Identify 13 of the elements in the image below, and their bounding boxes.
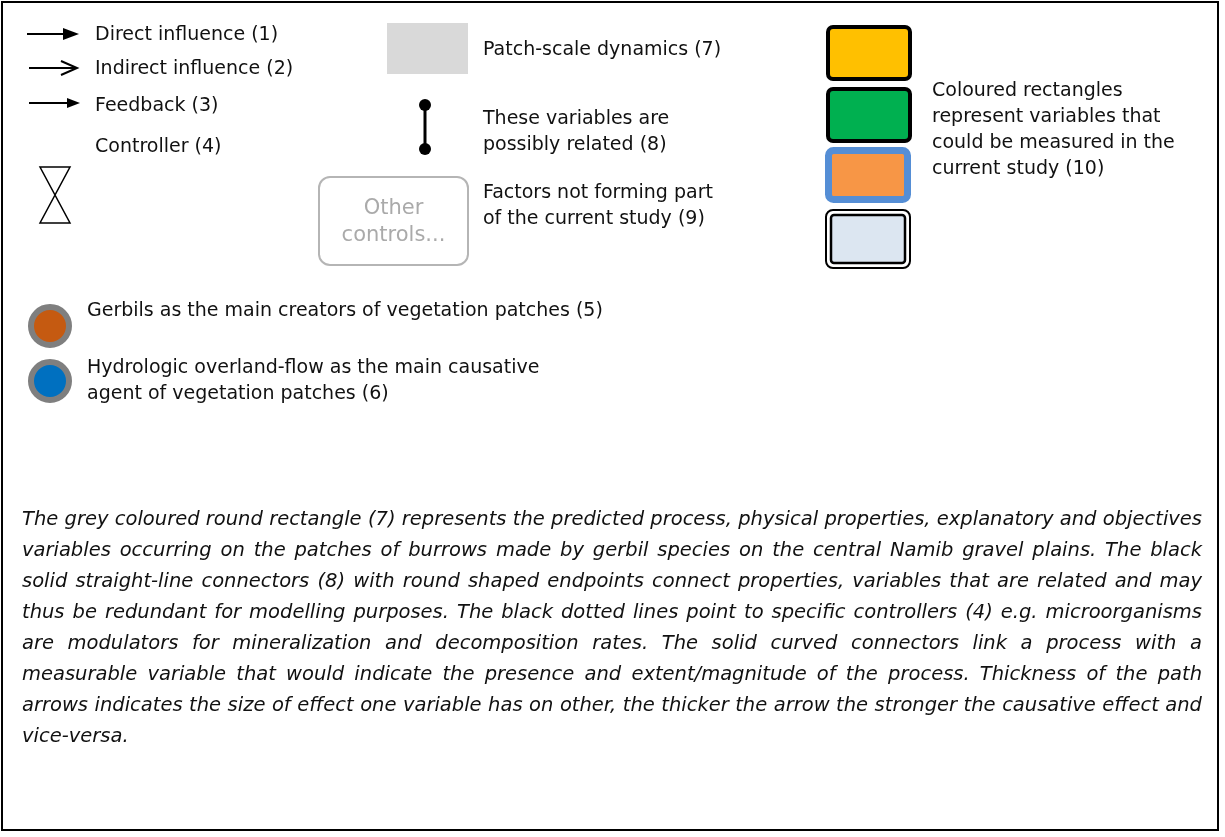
- box-label: Other controls...: [340, 194, 447, 248]
- legend-text: Factors not forming part of the current study (9): [483, 179, 714, 230]
- legend-text: These variables are possibly related (8): [483, 105, 671, 156]
- rounded-box: [318, 176, 469, 266]
- legend-text: Gerbils as the main creators of vegetation patches (5): [87, 297, 604, 322]
- legend-text: Coloured rectangles represent variables that could be measured in the current study (10): [932, 77, 1176, 180]
- caption-paragraph: The grey coloured round rectangle (7) represents the predicted process, physical properties, explanatory and objectives variables occurring on the patches of burrows made by gerbil species on the central Namib gravel plains. The black solid straight-line connectors (8) with round shaped endpoints connect properties, variables that are related and may thus be redundant for modelling purposes. The black dotted lines point to specific controllers (4) e.g. microorganisms are modulators for mineralization and decomposition rates. The solid curved connectors link a process with a measurable variable that would indicate the presence and extent/magnitude of the process. Thickness of the path arrows indicates the size of effect one variable has on other, the thicker the arrow the stronger the causative effect and vice-versa.: [22, 506, 1202, 749]
- legend-text: Direct influence (1): [95, 21, 280, 46]
- legend-text: Patch-scale dynamics (7): [483, 36, 723, 61]
- legend-text: Indirect influence (2): [95, 55, 295, 80]
- legend-text: Controller (4): [95, 133, 223, 158]
- legend-text: Hydrologic overland-flow as the main causative agent of vegetation patches (6): [87, 354, 541, 405]
- legend-text: Feedback (3): [95, 92, 220, 117]
